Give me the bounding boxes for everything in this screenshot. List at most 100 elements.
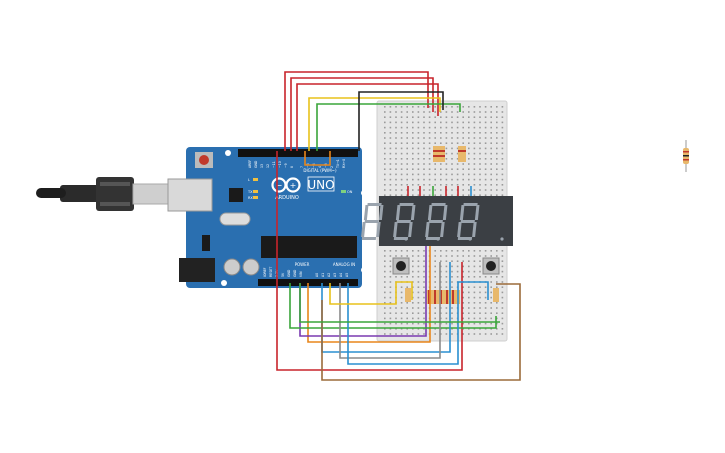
breadboard-hole[interactable] (384, 189, 386, 191)
breadboard-hole[interactable] (479, 152, 481, 155)
breadboard-hole[interactable] (451, 137, 453, 139)
breadboard-hole[interactable] (496, 333, 498, 335)
breadboard-hole[interactable] (501, 111, 504, 113)
breadboard-hole[interactable] (462, 322, 464, 325)
breadboard-hole[interactable] (462, 116, 464, 118)
breadboard-hole[interactable] (412, 152, 414, 155)
breadboard-hole[interactable] (451, 121, 453, 124)
breadboard-hole[interactable] (484, 147, 487, 150)
breadboard-hole[interactable] (473, 276, 476, 278)
breadboard-hole[interactable] (456, 178, 459, 181)
breadboard-hole[interactable] (473, 168, 476, 170)
breadboard-hole[interactable] (490, 276, 492, 278)
breadboard-hole[interactable] (496, 163, 498, 165)
breadboard-hole[interactable] (462, 184, 464, 186)
breadboard-hole[interactable] (484, 111, 487, 113)
breadboard-hole[interactable] (406, 178, 408, 181)
breadboard-hole[interactable] (468, 333, 470, 335)
breadboard-hole[interactable] (473, 178, 476, 181)
breadboard-hole[interactable] (484, 158, 487, 160)
breadboard-hole[interactable] (389, 137, 392, 139)
breadboard-hole[interactable] (389, 152, 392, 155)
breadboard-hole[interactable] (484, 126, 487, 129)
breadboard-hole[interactable] (451, 142, 453, 144)
breadboard-hole[interactable] (451, 276, 453, 278)
breadboard-hole[interactable] (400, 250, 403, 252)
breadboard-hole[interactable] (501, 312, 504, 314)
breadboard-hole[interactable] (434, 265, 436, 268)
breadboard-hole[interactable] (456, 116, 459, 118)
breadboard-hole[interactable] (400, 152, 403, 155)
breadboard-hole[interactable] (496, 307, 498, 309)
breadboard-hole[interactable] (479, 194, 481, 196)
breadboard-hole[interactable] (400, 307, 403, 309)
breadboard-hole[interactable] (490, 286, 492, 288)
breadboard-hole[interactable] (440, 116, 442, 118)
resistor[interactable] (426, 290, 460, 304)
breadboard-hole[interactable] (456, 158, 459, 160)
breadboard-hole[interactable] (479, 276, 481, 278)
pushbutton-left[interactable] (392, 257, 410, 275)
breadboard-hole[interactable] (395, 168, 397, 170)
breadboard-hole[interactable] (428, 184, 431, 186)
breadboard-hole[interactable] (406, 322, 408, 325)
breadboard-hole[interactable] (496, 276, 498, 278)
breadboard-hole[interactable] (479, 291, 481, 294)
breadboard-hole[interactable] (395, 106, 397, 108)
breadboard-hole[interactable] (389, 286, 392, 288)
breadboard-hole[interactable] (406, 307, 408, 309)
breadboard-hole[interactable] (468, 158, 470, 160)
breadboard-hole[interactable] (462, 126, 464, 129)
breadboard-hole[interactable] (490, 173, 492, 176)
breadboard-hole[interactable] (456, 255, 459, 257)
breadboard-hole[interactable] (496, 111, 498, 113)
breadboard-hole[interactable] (479, 333, 481, 335)
breadboard-hole[interactable] (468, 137, 470, 139)
breadboard-hole[interactable] (395, 307, 397, 309)
breadboard-hole[interactable] (400, 286, 403, 288)
breadboard-hole[interactable] (423, 152, 425, 155)
breadboard-hole[interactable] (473, 296, 476, 299)
breadboard-hole[interactable] (451, 281, 453, 283)
breadboard-hole[interactable] (479, 178, 481, 181)
breadboard-hole[interactable] (389, 194, 392, 196)
breadboard-hole[interactable] (484, 168, 487, 170)
breadboard-hole[interactable] (490, 302, 492, 304)
breadboard-hole[interactable] (428, 126, 431, 129)
breadboard-hole[interactable] (501, 194, 504, 196)
breadboard-hole[interactable] (496, 116, 498, 118)
breadboard-hole[interactable] (395, 152, 397, 155)
breadboard-hole[interactable] (395, 333, 397, 335)
breadboard-hole[interactable] (423, 142, 425, 144)
breadboard-hole[interactable] (490, 312, 492, 314)
breadboard-hole[interactable] (423, 255, 425, 257)
breadboard-hole[interactable] (389, 142, 392, 144)
wire-green[interactable] (316, 103, 461, 151)
breadboard-hole[interactable] (496, 250, 498, 252)
breadboard-hole[interactable] (434, 126, 436, 129)
breadboard-hole[interactable] (440, 132, 442, 134)
digital-header[interactable] (238, 149, 358, 157)
breadboard-hole[interactable] (417, 307, 420, 309)
breadboard-hole[interactable] (423, 184, 425, 186)
breadboard-hole[interactable] (406, 126, 408, 129)
breadboard-hole[interactable] (400, 111, 403, 113)
breadboard-hole[interactable] (434, 142, 436, 144)
breadboard-hole[interactable] (462, 189, 464, 191)
breadboard-hole[interactable] (423, 307, 425, 309)
breadboard-hole[interactable] (501, 126, 504, 129)
breadboard-hole[interactable] (417, 250, 420, 252)
breadboard-hole[interactable] (412, 163, 414, 165)
breadboard-hole[interactable] (412, 126, 414, 129)
breadboard-hole[interactable] (451, 333, 453, 335)
breadboard-hole[interactable] (389, 276, 392, 278)
breadboard-hole[interactable] (395, 158, 397, 160)
breadboard-hole[interactable] (462, 276, 464, 278)
breadboard-hole[interactable] (412, 322, 414, 325)
breadboard-hole[interactable] (384, 184, 386, 186)
breadboard-hole[interactable] (496, 142, 498, 144)
breadboard-hole[interactable] (490, 250, 492, 252)
breadboard-hole[interactable] (400, 322, 403, 325)
breadboard-hole[interactable] (423, 317, 425, 320)
breadboard-hole[interactable] (389, 270, 392, 273)
